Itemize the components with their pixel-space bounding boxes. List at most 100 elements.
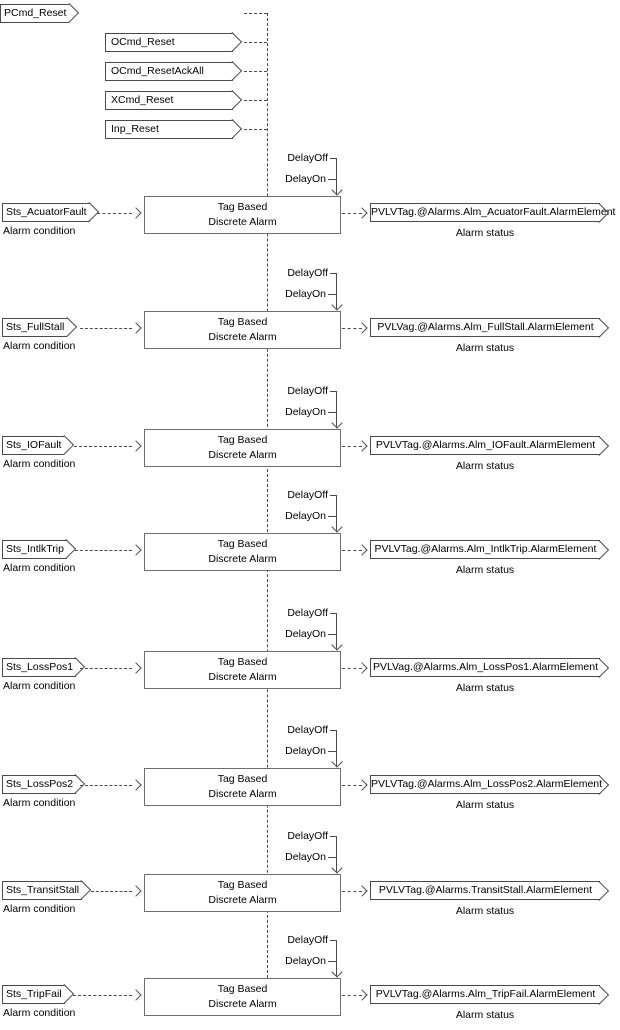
output-connector [342, 995, 362, 996]
arrow-right-icon [356, 779, 368, 791]
delay-drop-line [336, 273, 337, 309]
arrow-right-icon [356, 322, 368, 334]
input-connector [91, 891, 132, 892]
arrow-right-icon [356, 440, 368, 452]
block-label-line2: Discrete Alarm [208, 449, 277, 461]
delayoff-label: DelayOff [287, 152, 328, 164]
alarm-status-caption: Alarm status [455, 460, 515, 472]
tag-based-discrete-alarm-block: Tag Based Discrete Alarm [144, 768, 341, 806]
arrow-right-icon [130, 779, 142, 791]
input-connector [80, 785, 132, 786]
output-connector [342, 446, 362, 447]
block-label-line2: Discrete Alarm [208, 553, 277, 565]
arrow-right-icon [130, 322, 142, 334]
reset-command-tag: XCmd_Reset [105, 91, 233, 110]
output-connector [342, 213, 362, 214]
delayoff-label: DelayOff [287, 934, 328, 946]
block-label-line1: Tag Based [217, 316, 268, 328]
delayoff-label: DelayOff [287, 830, 328, 842]
delay-drop-line [336, 940, 337, 976]
delayoff-connector-line [330, 940, 337, 941]
delayoff-connector-line [330, 836, 337, 837]
block-label-line2: Discrete Alarm [208, 331, 277, 343]
delayoff-connector-line [330, 391, 337, 392]
alarm-status-caption: Alarm status [455, 905, 515, 917]
delayoff-label: DelayOff [287, 724, 328, 736]
delayon-label: DelayOn [285, 406, 326, 418]
delayoff-connector-line [330, 495, 337, 496]
tag-based-discrete-alarm-block: Tag Based Discrete Alarm [144, 651, 341, 689]
alarm-status-tag: PVLVag.@Alarms.Alm_FullStall.AlarmElemen… [370, 318, 600, 337]
reset-connector [244, 13, 267, 14]
block-label-line1: Tag Based [217, 656, 268, 668]
delayon-label: DelayOn [285, 288, 326, 300]
alarm-status-tag: PVLVTag.@Alarms.Alm_AcuatorFault.AlarmEl… [370, 203, 615, 222]
arrow-right-icon [130, 989, 142, 1001]
delayon-connector-line [328, 412, 337, 413]
input-connector [74, 446, 132, 447]
arrow-down-icon [331, 756, 343, 768]
arrow-down-icon [331, 299, 343, 311]
alarm-condition-tag: Sts_TransitStall [2, 881, 83, 900]
input-connector [75, 550, 132, 551]
tag-based-discrete-alarm-block: Tag Based Discrete Alarm [144, 874, 341, 912]
arrow-down-icon [331, 862, 343, 874]
delayoff-connector-line [330, 273, 337, 274]
alarm-condition-caption: Alarm condition [3, 225, 76, 237]
delayoff-label: DelayOff [287, 489, 328, 501]
block-label-line1: Tag Based [217, 879, 268, 891]
reset-bus-line [267, 13, 268, 978]
arrow-down-icon [331, 417, 343, 429]
output-connector [342, 328, 362, 329]
input-connector [73, 995, 132, 996]
delayon-connector-line [328, 294, 337, 295]
alarm-status-caption: Alarm status [455, 342, 515, 354]
tag-based-discrete-alarm-block: Tag Based Discrete Alarm [144, 196, 341, 234]
delayon-connector-line [328, 751, 337, 752]
tag-based-discrete-alarm-block: Tag Based Discrete Alarm [144, 311, 341, 349]
arrow-right-icon [356, 885, 368, 897]
delay-drop-line [336, 495, 337, 531]
tag-based-discrete-alarm-block: Tag Based Discrete Alarm [144, 978, 341, 1016]
delayon-label: DelayOn [285, 510, 326, 522]
alarm-status-tag: PVLVTag.@Alarms.TransitStall.AlarmElemen… [370, 881, 600, 900]
alarm-condition-tag: Sts_FullStall [2, 318, 68, 337]
reset-connector [244, 71, 267, 72]
reset-command-tag: PCmd_Reset [0, 4, 70, 23]
delayoff-connector-line [330, 613, 337, 614]
delayon-connector-line [328, 634, 337, 635]
delayon-connector-line [328, 179, 337, 180]
block-label-line1: Tag Based [217, 201, 268, 213]
delayon-connector-line [328, 961, 337, 962]
alarm-condition-tag: Sts_IntlkTrip [2, 540, 67, 559]
alarm-condition-caption: Alarm condition [3, 458, 76, 470]
reset-command-tag: OCmd_ResetAckAll [105, 62, 233, 81]
alarm-status-tag: PVLVTag.@Alarms.Alm_IOFault.AlarmElement [370, 436, 600, 455]
alarm-status-caption: Alarm status [455, 799, 515, 811]
alarm-condition-tag: Sts_LossPos1 [2, 658, 77, 677]
delayoff-label: DelayOff [287, 385, 328, 397]
arrow-right-icon [130, 207, 142, 219]
delayon-label: DelayOn [285, 173, 326, 185]
delay-drop-line [336, 391, 337, 427]
arrow-down-icon [331, 521, 343, 533]
output-connector [342, 785, 362, 786]
output-connector [342, 550, 362, 551]
tag-based-discrete-alarm-block: Tag Based Discrete Alarm [144, 429, 341, 467]
alarm-status-tag: PVLVTag.@Alarms.Alm_LossPos2.AlarmElemen… [370, 775, 602, 794]
arrow-right-icon [130, 440, 142, 452]
arrow-right-icon [356, 662, 368, 674]
delayon-label: DelayOn [285, 628, 326, 640]
delayoff-connector-line [330, 730, 337, 731]
delayon-connector-line [328, 516, 337, 517]
delayon-connector-line [328, 857, 337, 858]
delay-drop-line [336, 158, 337, 194]
alarm-status-caption: Alarm status [455, 1009, 515, 1021]
alarm-status-tag: PVLVag.@Alarms.Alm_LossPos1.AlarmElement [370, 658, 600, 677]
alarm-condition-tag: Sts_AcuatorFault [2, 203, 90, 222]
arrow-right-icon [356, 207, 368, 219]
delayon-label: DelayOn [285, 745, 326, 757]
delayoff-label: DelayOff [287, 267, 328, 279]
block-label-line1: Tag Based [217, 773, 268, 785]
